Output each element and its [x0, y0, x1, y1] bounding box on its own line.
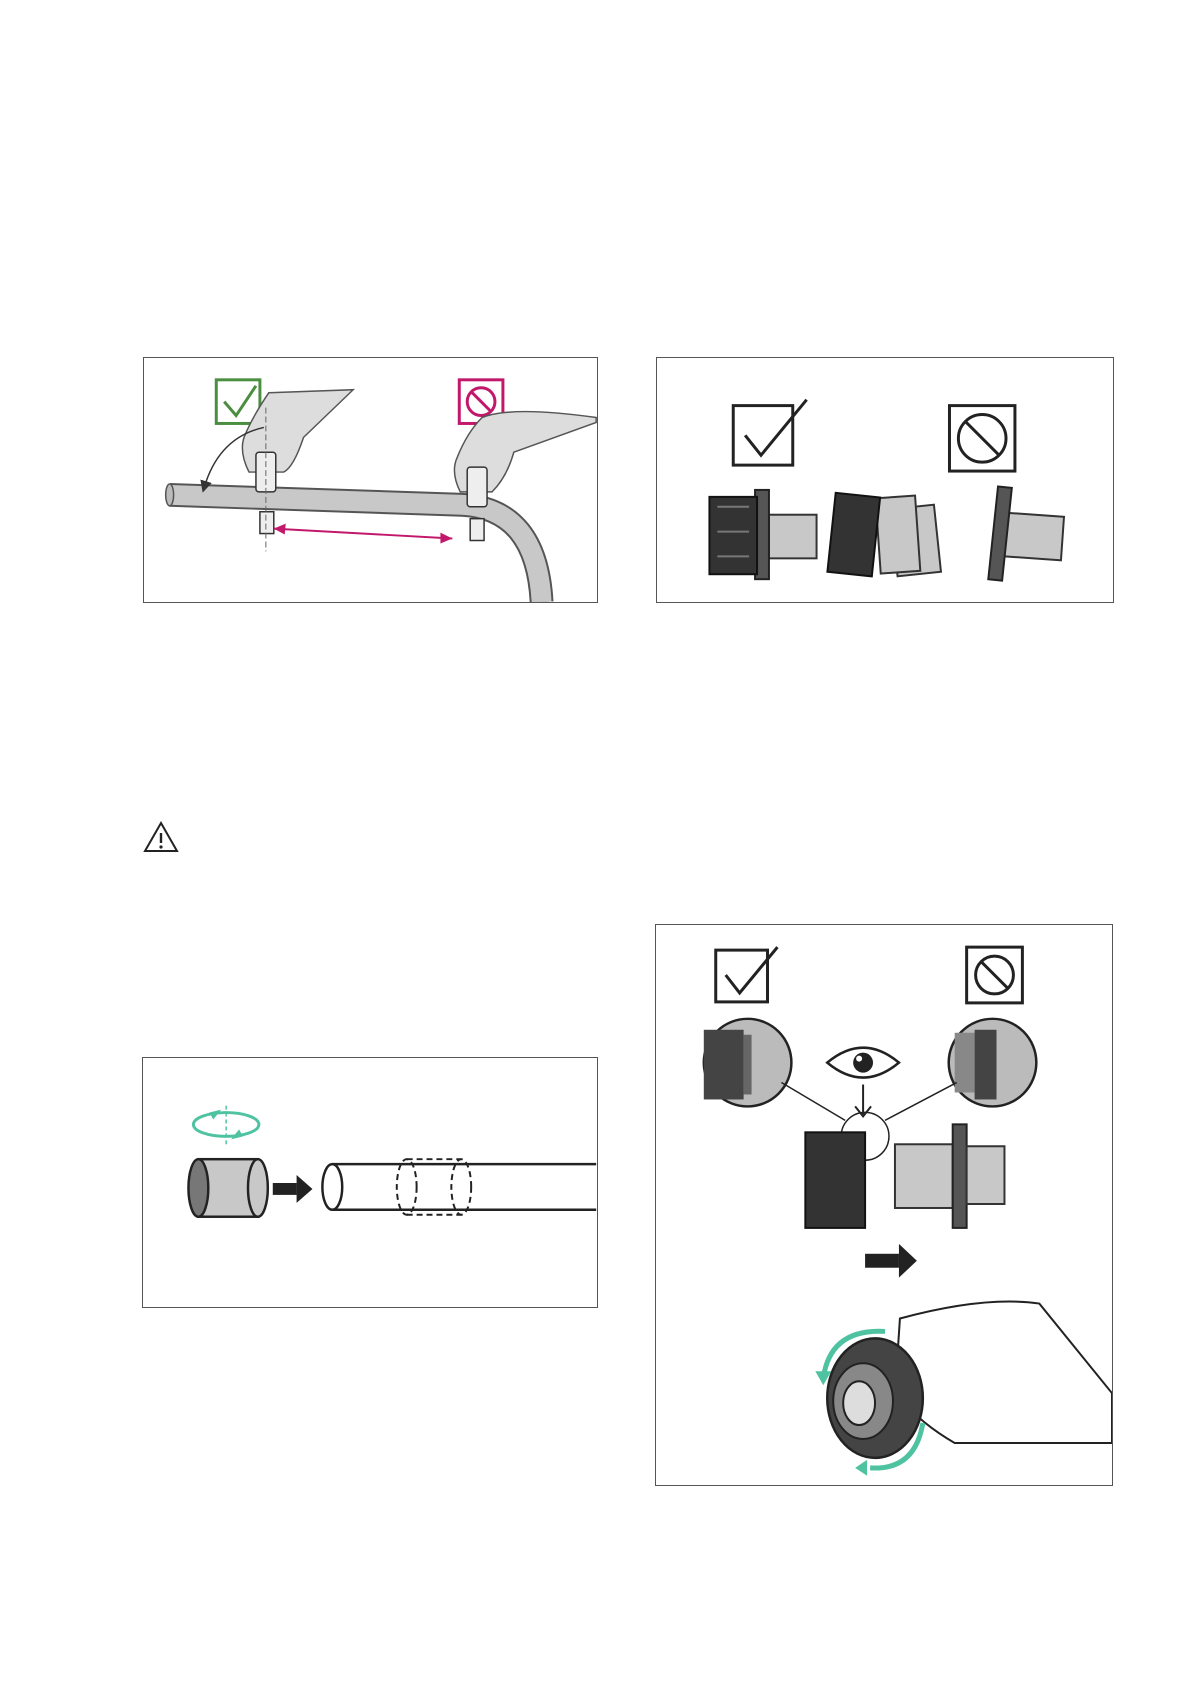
pipe-clamp-illustration: [144, 358, 597, 602]
fitting-assembled: [709, 490, 816, 579]
figure-insert-sleeve: [142, 1057, 598, 1308]
insert-sleeve-illustration: [143, 1058, 597, 1307]
check-icon: [716, 947, 778, 1002]
figure-fitting-assembly: [656, 357, 1114, 603]
push-arrow-icon: [273, 1175, 313, 1203]
hand-rotating: [827, 1302, 1112, 1458]
rotate-arrow-icon: [193, 1106, 258, 1146]
prohibited-icon: [967, 947, 1023, 1003]
warning-triangle-icon: [142, 820, 180, 854]
figure-pipe-clamp: [143, 357, 598, 603]
pipe-straight: [322, 1159, 596, 1215]
sleeve: [188, 1159, 267, 1217]
distance-arrow-icon: [274, 524, 453, 544]
prohibited-icon: [949, 406, 1014, 471]
fitting-assembly-illustration: [657, 358, 1113, 602]
check-icon: [733, 400, 806, 465]
push-arrow-icon: [865, 1244, 917, 1278]
eye-icon: [827, 1048, 899, 1117]
fitting-misaligned: [827, 486, 1064, 580]
detail-incorrect: [949, 1019, 1037, 1107]
inspect-fitting-illustration: [656, 925, 1112, 1485]
detail-correct: [704, 1019, 792, 1107]
fitting-parts: [805, 1124, 1004, 1228]
figure-inspect-fitting: [655, 924, 1113, 1486]
